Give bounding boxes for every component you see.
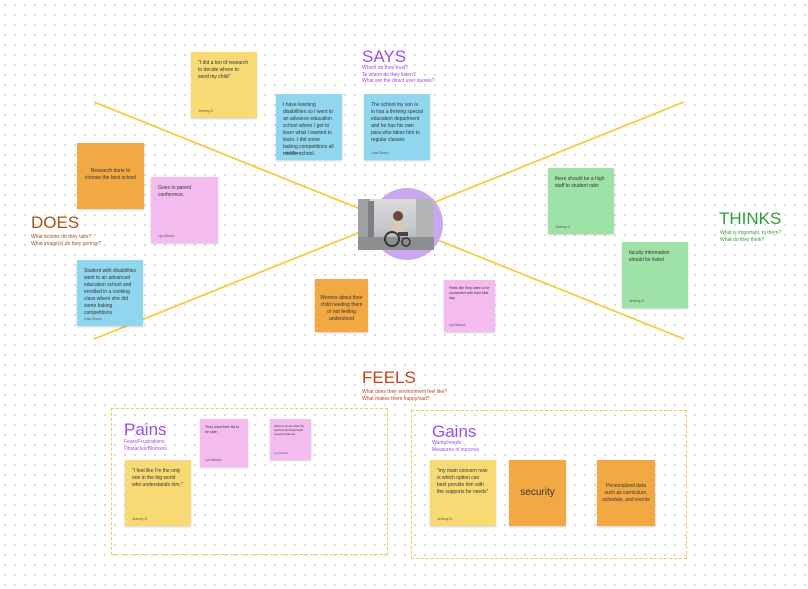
- note-text: Want to know what the teacher/principle/…: [274, 424, 305, 436]
- sticky-note-says-3[interactable]: The school my son is in has a thriving s…: [364, 94, 430, 160]
- note-author: Jeremy D.: [132, 517, 148, 521]
- pains-prompts: Fears/Frustrations Obstacles/Blockers: [124, 439, 167, 452]
- note-author: Lyn Moore: [449, 323, 466, 327]
- note-text: Worries about their child needing them o…: [320, 295, 363, 322]
- sticky-note-does-2[interactable]: Goes to parent conference. Lyn Moore: [151, 177, 218, 243]
- says-prompts: Whom do they trust? To whom do they list…: [362, 65, 435, 84]
- note-text: there should be a high staff to student …: [555, 176, 605, 189]
- note-author: Jeremy D.: [555, 225, 571, 229]
- sticky-note-feels-1[interactable]: Worries about their child needing them o…: [315, 279, 368, 332]
- note-text: "I feel like I'm the only one in the big…: [132, 468, 183, 488]
- note-author: Lina Olowo: [84, 317, 102, 321]
- note-text: The school my son is in has a thriving s…: [371, 102, 423, 143]
- does-heading: DOES: [31, 213, 80, 232]
- person-in-wheelchair-photo[interactable]: [358, 199, 434, 250]
- sticky-note-thinks-1[interactable]: there should be a high staff to student …: [548, 168, 614, 234]
- sticky-note-feels-2[interactable]: Feels like they want to be connected wit…: [444, 280, 495, 332]
- note-text: Feels like they want to be connected wit…: [449, 286, 490, 300]
- feels-heading: FEELS: [362, 368, 416, 387]
- note-author: Lyn Moore: [158, 234, 175, 238]
- note-text: Student with disabilities went to an adv…: [84, 268, 136, 316]
- gains-frame: [411, 410, 687, 559]
- note-text: security: [520, 487, 555, 498]
- thinks-prompts: What is important, to them? What do they…: [720, 230, 782, 243]
- photo-illustration: [358, 199, 434, 250]
- note-author: Lyn Moore: [274, 451, 289, 455]
- note-text: "my main concern now is which option can…: [437, 468, 489, 495]
- note-text: Goes to parent conference.: [158, 185, 192, 198]
- sticky-note-gains-3[interactable]: Personalized data such as curriculum, sc…: [597, 460, 655, 526]
- pains-frame: [111, 408, 388, 555]
- note-text: Research done to choose the best school: [84, 168, 137, 181]
- does-prompts: What actions do they take? What image(s)…: [31, 234, 102, 247]
- note-author: Jeremy D.: [437, 517, 453, 521]
- sticky-note-gains-1[interactable]: "my main concern now is which option can…: [430, 460, 496, 526]
- note-author: Lina Olowo: [371, 151, 389, 155]
- note-text: I have learning disabilities so I went t…: [283, 102, 334, 157]
- pains-heading: Pains: [124, 420, 167, 439]
- feels-prompts: What does their environment feel like? W…: [362, 389, 448, 402]
- note-text: "I did a ton of research to decide where…: [198, 60, 249, 80]
- sticky-note-pains-1[interactable]: They want their kid to be safe. Lyn Moor…: [200, 419, 248, 467]
- note-author: Jeremy D.: [198, 109, 214, 113]
- sticky-note-thinks-2[interactable]: faculty information should be listed Jer…: [622, 242, 688, 308]
- sticky-note-pains-3[interactable]: "I feel like I'm the only one in the big…: [125, 460, 191, 526]
- says-heading: SAYS: [362, 47, 407, 66]
- note-text: faculty information should be listed: [629, 250, 670, 263]
- gains-heading: Gains: [432, 422, 477, 441]
- sticky-note-gains-2[interactable]: security: [509, 460, 566, 526]
- sticky-note-does-3[interactable]: Student with disabilities went to an adv…: [77, 260, 143, 326]
- thinks-heading: THINKS: [719, 209, 782, 228]
- note-author: Lina Olowo: [283, 151, 301, 155]
- sticky-note-does-1[interactable]: Research done to choose the best school: [77, 143, 144, 209]
- note-author: Lyn Moore: [205, 458, 222, 462]
- gains-prompts: Wants/needs Measures of success: [432, 440, 479, 453]
- sticky-note-says-1[interactable]: "I did a ton of research to decide where…: [191, 52, 257, 118]
- sticky-note-pains-2[interactable]: Want to know what the teacher/principle/…: [270, 419, 311, 460]
- note-author: Jeremy D.: [629, 299, 645, 303]
- sticky-note-says-2[interactable]: I have learning disabilities so I went t…: [276, 94, 342, 160]
- note-text: Personalized data such as curriculum, sc…: [602, 483, 650, 503]
- note-text: They want their kid to be safe.: [205, 425, 240, 434]
